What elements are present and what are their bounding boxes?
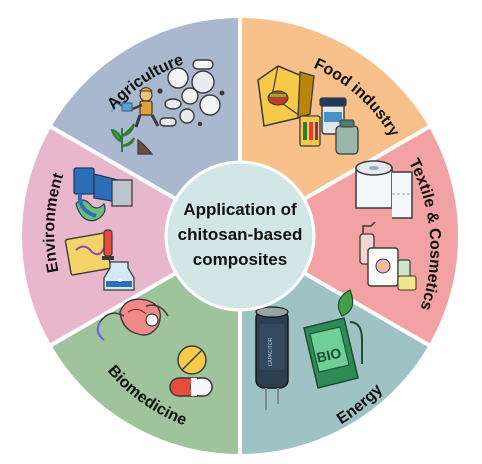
svg-text:BIO: BIO — [315, 345, 343, 366]
laboratory-microscope-and-water-icon — [64, 167, 135, 291]
kidney-and-capsule-icon — [96, 298, 213, 397]
center-title-line-3: composites — [193, 250, 287, 269]
center-circle — [164, 160, 316, 312]
farmer-watering-plant-and-pills-icon — [110, 59, 225, 155]
center-title-line-2: chitosan-based — [178, 225, 303, 244]
center-title-line-1: Application of — [183, 200, 297, 219]
food-package-and-jar-icon — [257, 65, 359, 155]
paper-roll-and-cosmetics-icon — [355, 160, 417, 291]
svg-text:CAPACITOR: CAPACITOR — [268, 337, 274, 366]
capacitor-and-bio-fuel-pump-icon: CAPACITOR BIO — [255, 289, 363, 410]
